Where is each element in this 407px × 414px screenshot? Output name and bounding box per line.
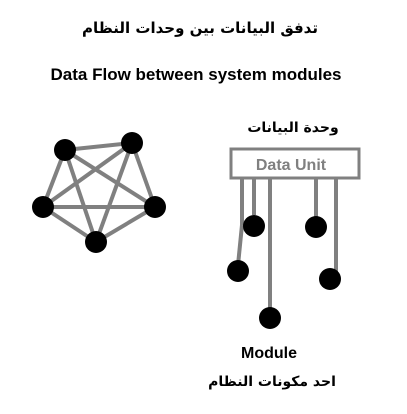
module-node-3 [227, 260, 249, 282]
edge-top-right-right [130, 142, 157, 208]
node-top-left [54, 139, 76, 161]
network-edges [41, 141, 157, 244]
edge-top-left-bottom [63, 149, 98, 243]
node-right [144, 196, 166, 218]
module-node-2 [305, 216, 327, 238]
title-arabic: تدفق البيانات بين وحدات النظام [82, 19, 318, 37]
data-unit-label-arabic: وحدة البيانات [247, 120, 338, 136]
data-unit-box [229, 147, 361, 180]
module-node-4 [319, 268, 341, 290]
edge-top-right-left [41, 141, 134, 209]
edge-top-right-bottom [94, 142, 134, 243]
node-top-right [121, 132, 143, 154]
pentagon-network [32, 132, 166, 253]
module-node-1 [243, 215, 265, 237]
edge-top-left-right [63, 148, 157, 209]
module-label-english: Module [241, 345, 297, 362]
title-english: Data Flow between system modules [51, 65, 342, 84]
edge-right-bottom [94, 205, 157, 244]
edge-top-left-top-right [64, 141, 133, 152]
connector-6 [236, 224, 244, 266]
network-nodes [32, 132, 166, 253]
data-unit-label-english: Data Unit [256, 157, 327, 174]
module-nodes [227, 215, 341, 329]
data-unit-connectors [236, 178, 338, 310]
node-left [32, 196, 54, 218]
module-node-5 [259, 307, 281, 329]
module-label-arabic: احد مكونات النظام [208, 374, 336, 390]
node-bottom [85, 231, 107, 253]
